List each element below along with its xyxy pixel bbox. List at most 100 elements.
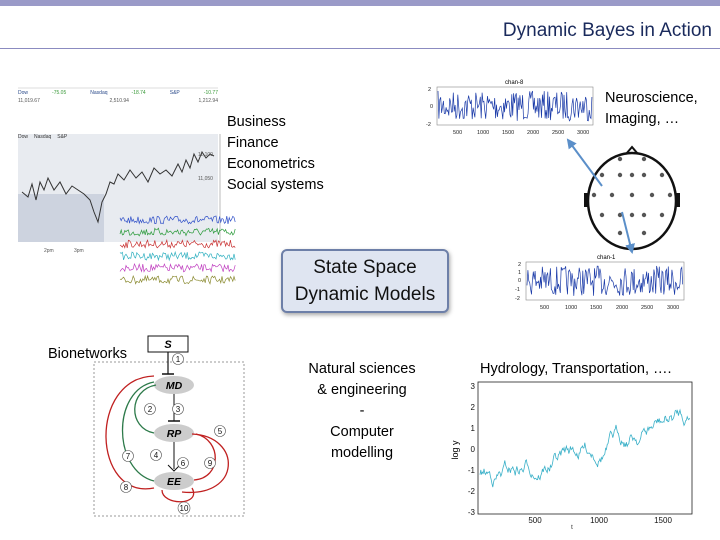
time-label-3pm: 3pm bbox=[74, 248, 84, 254]
eeg-top-xtick-1000: 1000 bbox=[477, 130, 489, 136]
svg-text:MD: MD bbox=[166, 380, 183, 392]
state-space-models-box: State Space Dynamic Models bbox=[281, 249, 449, 313]
label-engineering: & engineering bbox=[317, 382, 407, 398]
label-natural-sciences: Natural sciences bbox=[308, 361, 416, 377]
svg-text:S: S bbox=[164, 339, 172, 351]
hydro-xtick-1000: 1000 bbox=[590, 516, 608, 525]
index-name-dow: Dow bbox=[18, 90, 29, 96]
edge-label-1: 1 bbox=[176, 355, 181, 364]
slide-title: Dynamic Bayes in Action bbox=[502, 20, 712, 41]
stock-tab-dow[interactable]: Dow bbox=[18, 134, 29, 140]
edge-label-8: 8 bbox=[124, 483, 129, 492]
electrode-5 bbox=[629, 172, 635, 178]
electrode-12 bbox=[667, 192, 673, 198]
electrode-11 bbox=[649, 192, 655, 198]
stock-tab-sp[interactable]: S&P bbox=[57, 134, 68, 140]
edge-label-3: 3 bbox=[176, 405, 181, 414]
stock-chart-svg bbox=[18, 87, 221, 242]
hydro-ytick-m1: -1 bbox=[468, 466, 476, 475]
eeg-bottom-xtick-1000: 1000 bbox=[565, 305, 577, 311]
svg-text:RP: RP bbox=[167, 428, 183, 440]
electrode-7 bbox=[659, 172, 665, 178]
label-social-systems: Social systems bbox=[227, 177, 324, 193]
index-value-dow: 11,019.67 bbox=[18, 98, 40, 104]
eeg-top-xtick-500: 500 bbox=[453, 130, 462, 136]
index-name-sp: S&P bbox=[169, 90, 180, 96]
arrow-to-neuro-label bbox=[566, 138, 603, 187]
electrode-10 bbox=[629, 192, 635, 198]
series-trace-3 bbox=[119, 238, 236, 249]
edge-label-5: 5 bbox=[218, 427, 223, 436]
node-rp bbox=[154, 424, 194, 442]
label-modelling: modelling bbox=[330, 445, 394, 461]
eeg-bottom-ytick-m2: -2 bbox=[515, 296, 520, 302]
hydro-xtick-1500: 1500 bbox=[654, 516, 672, 525]
index-name-nasdaq: Nasdaq bbox=[90, 90, 108, 96]
hydro-ytick-3: 3 bbox=[471, 382, 476, 391]
electrode-13 bbox=[599, 212, 605, 218]
edge-label-10: 10 bbox=[180, 504, 189, 513]
eeg-top-title: chan-8 bbox=[505, 80, 524, 86]
stock-tab-nasdaq[interactable]: Nasdaq bbox=[34, 134, 52, 140]
electrode-15 bbox=[629, 212, 635, 218]
natural-sciences-label-group: Natural sciences & engineering - Compute… bbox=[292, 359, 432, 464]
finance-label-group: Business Finance Econometrics Social sys… bbox=[227, 112, 324, 196]
eeg-bottom-chart: chan-1 2 1 0 -1 -2 500 1000 1500 2000 25… bbox=[515, 255, 685, 311]
edge-label-2: 2 bbox=[148, 405, 153, 414]
label-econometrics: Econometrics bbox=[227, 156, 315, 172]
series-trace-6 bbox=[119, 274, 236, 285]
label-computer: Computer bbox=[330, 424, 394, 440]
electrode-9 bbox=[609, 192, 615, 198]
eeg-top-xtick-2500: 2500 bbox=[552, 130, 564, 136]
multivariate-series-plot bbox=[119, 215, 236, 285]
eeg-bottom-xtick-1500: 1500 bbox=[590, 305, 602, 311]
index-value-sp: 1,212.94 bbox=[198, 98, 218, 104]
electrode-17 bbox=[659, 212, 665, 218]
label-imaging: Imaging, … bbox=[605, 111, 680, 127]
eeg-top-ytick-2: 2 bbox=[428, 87, 431, 93]
eeg-bottom-xtick-500: 500 bbox=[540, 305, 549, 311]
index-change-nasdaq: -18.74 bbox=[131, 90, 146, 96]
electrode-19 bbox=[641, 230, 647, 236]
index-change-sp: -10.77 bbox=[203, 90, 218, 96]
hydro-trace bbox=[479, 408, 690, 488]
eeg-bottom-title: chan-1 bbox=[597, 255, 616, 261]
eeg-bottom-trace bbox=[526, 265, 684, 296]
svg-text:EE: EE bbox=[167, 476, 182, 488]
label-bionetworks: Bionetworks bbox=[48, 346, 127, 362]
node-ee bbox=[154, 472, 194, 490]
title-divider bbox=[0, 48, 720, 49]
electrode-6 bbox=[641, 172, 647, 178]
eeg-top-trace bbox=[437, 90, 593, 122]
series-trace-1 bbox=[119, 215, 236, 225]
eeg-top-xtick-2000: 2000 bbox=[527, 130, 539, 136]
eeg-bottom-ytick-2: 2 bbox=[518, 262, 521, 268]
neuro-label-group: Neuroscience, Imaging, … bbox=[605, 88, 698, 130]
hydro-ytick-2: 2 bbox=[471, 403, 476, 412]
hydro-ytick-m3: -3 bbox=[468, 508, 476, 517]
eeg-top-ytick-m2: -2 bbox=[426, 122, 431, 128]
eeg-bottom-ytick-0: 0 bbox=[518, 278, 521, 284]
hydro-ylabel: log y bbox=[450, 440, 460, 460]
edge-label-9: 9 bbox=[208, 459, 213, 468]
eeg-head-map bbox=[584, 145, 680, 251]
eeg-top-xtick-3000: 3000 bbox=[577, 130, 589, 136]
edge-label-4: 4 bbox=[154, 451, 159, 460]
eeg-bottom-ytick-m1: -1 bbox=[515, 287, 520, 293]
eeg-bottom-xtick-2000: 2000 bbox=[616, 305, 628, 311]
stock-chart-panel: Dow -75.05 Nasdaq -18.74 S&P -10.77 11,0… bbox=[14, 82, 238, 297]
hydro-ytick-0: 0 bbox=[471, 445, 476, 454]
eeg-bottom-ytick-1: 1 bbox=[518, 270, 521, 276]
eeg-top-xtick-1500: 1500 bbox=[502, 130, 514, 136]
label-finance: Finance bbox=[227, 135, 279, 151]
label-neuroscience: Neuroscience, bbox=[605, 90, 698, 106]
series-trace-5 bbox=[119, 262, 236, 273]
label-dash: - bbox=[359, 403, 365, 419]
hydro-xtick-500: 500 bbox=[528, 516, 542, 525]
price-label-low: 11,050 bbox=[198, 176, 213, 182]
hydro-ytick-1: 1 bbox=[471, 424, 476, 433]
electrode-8 bbox=[591, 192, 597, 198]
electrode-18 bbox=[617, 230, 623, 236]
hydro-xlabel: t bbox=[571, 525, 573, 530]
center-box-line-2: Dynamic Models bbox=[294, 284, 436, 305]
